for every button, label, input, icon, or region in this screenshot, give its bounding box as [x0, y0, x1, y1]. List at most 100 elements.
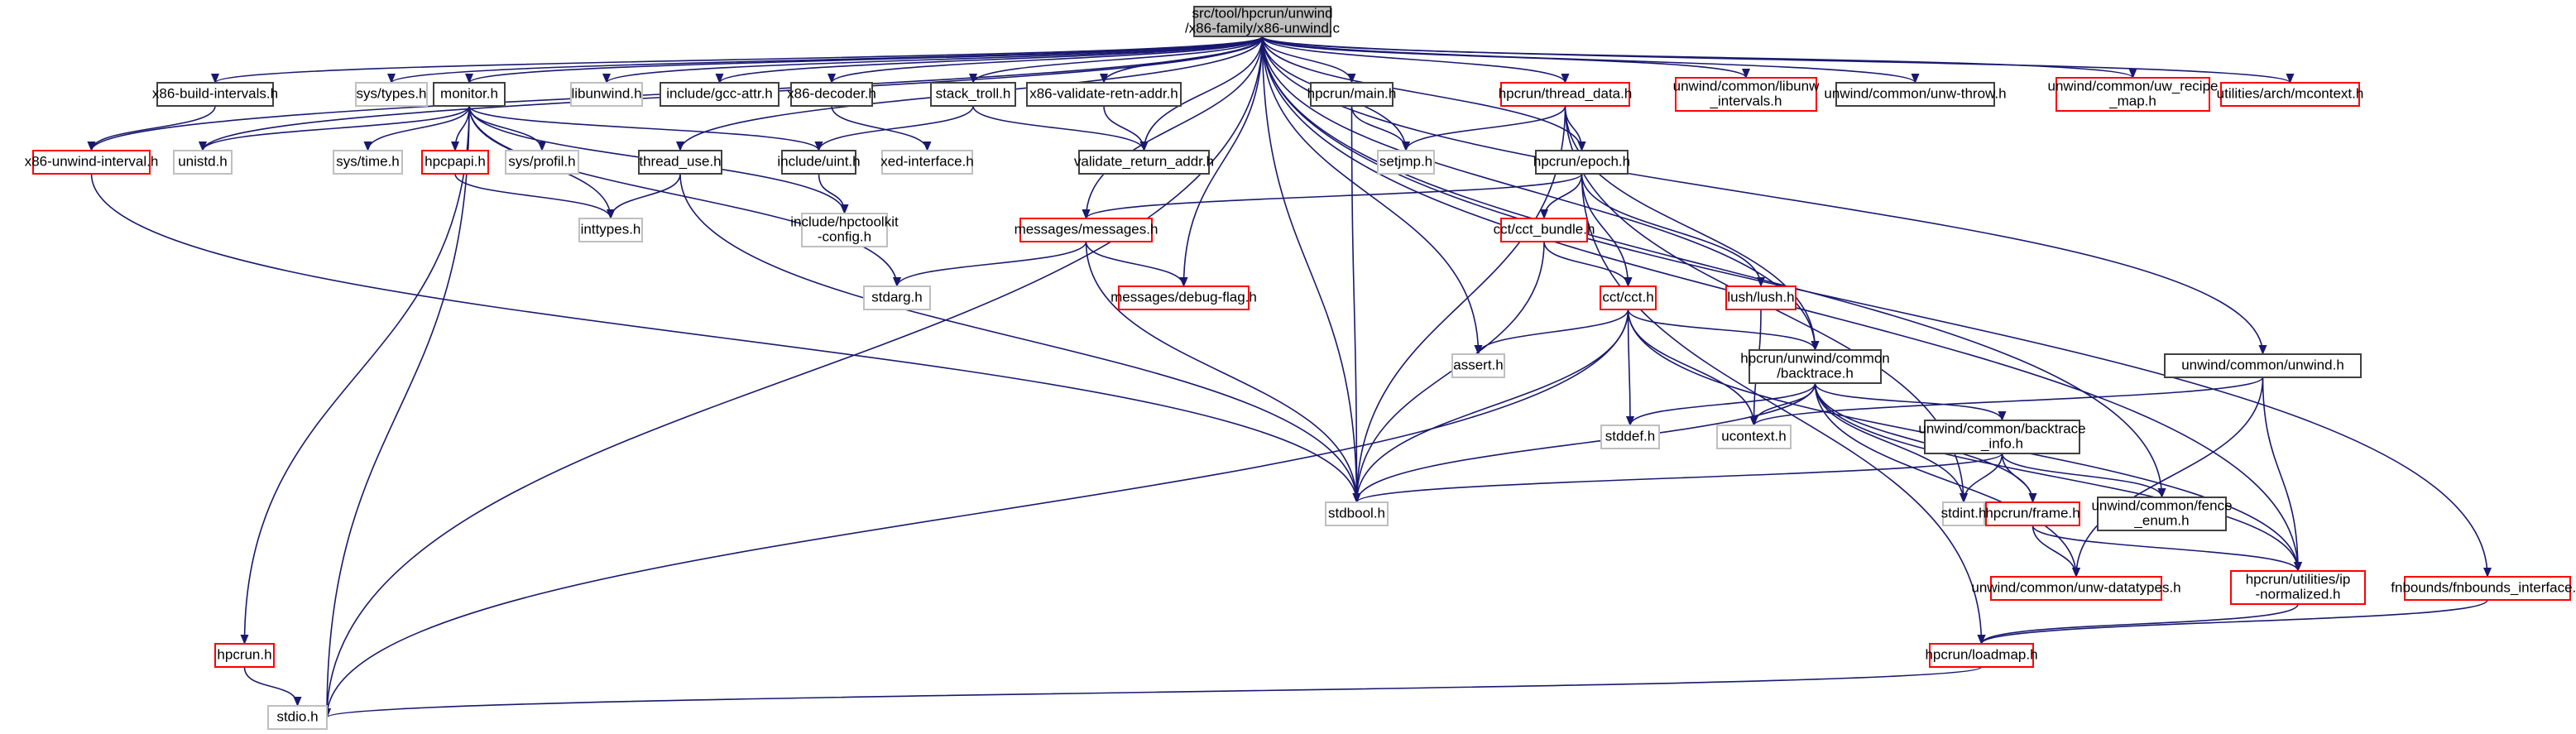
node-root[interactable]: src/tool/hpcrun/unwind/x86-family/x86-un…: [1185, 5, 1341, 37]
node-box[interactable]: [881, 150, 973, 175]
node-backtrace[interactable]: hpcrun/unwind/common/backtrace.h: [1740, 349, 1890, 384]
node-box[interactable]: [1600, 285, 1657, 310]
node-box[interactable]: [790, 82, 873, 107]
node-box[interactable]: [1500, 82, 1630, 107]
node-frame[interactable]: hpcrun/frame.h: [1985, 501, 2080, 526]
node-unw-throw[interactable]: unwind/common/unw-throw.h: [1824, 82, 2007, 107]
node-stack-troll[interactable]: stack_troll.h: [930, 82, 1016, 107]
node-box[interactable]: [355, 82, 428, 107]
node-box[interactable]: [1990, 576, 2162, 601]
node-epoch[interactable]: hpcrun/epoch.h: [1533, 150, 1630, 175]
node-stddef[interactable]: stddef.h: [1600, 425, 1660, 449]
node-box[interactable]: [1500, 218, 1588, 242]
node-unw-datatypes[interactable]: unwind/common/unw-datatypes.h: [1971, 576, 2181, 601]
node-messages[interactable]: messages/messages.h: [1015, 218, 1158, 242]
node-box[interactable]: [1535, 150, 1629, 175]
node-fnbounds[interactable]: fnbounds/fnbounds_interface.h: [2391, 576, 2576, 601]
node-lush[interactable]: lush/lush.h: [1725, 285, 1796, 310]
node-box[interactable]: [1193, 6, 1331, 37]
node-cct-bundle[interactable]: cct/cct_bundle.h: [1494, 218, 1595, 242]
node-box[interactable]: [930, 82, 1016, 107]
node-mcontext[interactable]: utilities/arch/mcontext.h: [2217, 82, 2364, 107]
node-box[interactable]: [2164, 353, 2362, 378]
node-fence-enum[interactable]: unwind/common/fence_enum.h: [2091, 497, 2233, 531]
node-box[interactable]: [1078, 150, 1210, 175]
node-box[interactable]: [1118, 285, 1250, 310]
node-box[interactable]: [1675, 77, 1817, 112]
node-box[interactable]: [801, 213, 888, 247]
node-box[interactable]: [1310, 82, 1394, 107]
node-stdarg[interactable]: stdarg.h: [863, 285, 931, 310]
node-inttypes[interactable]: inttypes.h: [578, 218, 643, 242]
node-sys-types[interactable]: sys/types.h: [355, 82, 428, 107]
node-box[interactable]: [1725, 285, 1796, 310]
node-uw-recipe-map[interactable]: unwind/common/uw_recipe_map.h: [2048, 77, 2219, 112]
node-box[interactable]: [1026, 82, 1182, 107]
node-box[interactable]: [1942, 501, 1985, 526]
node-assert[interactable]: assert.h: [1451, 353, 1505, 378]
node-box[interactable]: [333, 150, 403, 175]
node-box[interactable]: [578, 218, 643, 242]
node-box[interactable]: [660, 82, 780, 107]
node-box[interactable]: [173, 150, 233, 175]
node-box[interactable]: [433, 82, 506, 107]
node-unwind-h[interactable]: unwind/common/unwind.h: [2164, 353, 2362, 378]
node-box[interactable]: [32, 150, 151, 175]
node-box[interactable]: [2404, 576, 2571, 601]
node-loadmap[interactable]: hpcrun/loadmap.h: [1925, 643, 2038, 668]
node-box[interactable]: [421, 150, 489, 175]
node-box[interactable]: [1600, 425, 1660, 449]
node-box[interactable]: [1377, 150, 1435, 175]
node-hpctoolkit-config[interactable]: include/hpctoolkit-config.h: [790, 213, 899, 247]
node-box[interactable]: [156, 82, 274, 107]
node-libunwind[interactable]: libunwind.h: [570, 82, 643, 107]
node-ip-normalized[interactable]: hpcrun/utilities/ip-normalized.h: [2230, 570, 2366, 605]
node-x86-decoder[interactable]: x86-decoder.h: [787, 82, 876, 107]
node-stdio[interactable]: stdio.h: [267, 705, 328, 730]
node-stdint[interactable]: stdint.h: [1941, 501, 1987, 526]
node-sys-profil[interactable]: sys/profil.h: [505, 150, 579, 175]
node-box[interactable]: [2230, 570, 2366, 605]
node-box[interactable]: [1929, 643, 2034, 668]
node-box[interactable]: [863, 285, 931, 310]
node-hpcpapi[interactable]: hpcpapi.h: [421, 150, 489, 175]
node-setjmp[interactable]: setjmp.h: [1377, 150, 1435, 175]
node-box[interactable]: [1716, 425, 1792, 449]
node-ucontext[interactable]: ucontext.h: [1716, 425, 1792, 449]
node-backtrace-info[interactable]: unwind/common/backtrace_info.h: [1918, 420, 2086, 454]
node-hpcrun-h[interactable]: hpcrun.h: [214, 643, 275, 668]
node-x86-unwind-interval[interactable]: x86-unwind-interval.h: [25, 150, 159, 175]
node-box[interactable]: [1019, 218, 1153, 242]
node-stdbool[interactable]: stdbool.h: [1325, 501, 1389, 526]
node-box[interactable]: [1835, 82, 1995, 107]
node-box[interactable]: [570, 82, 643, 107]
node-box[interactable]: [267, 705, 328, 730]
node-thread-use[interactable]: thread_use.h: [638, 150, 722, 175]
node-box[interactable]: [781, 150, 856, 175]
node-monitor[interactable]: monitor.h: [433, 82, 506, 107]
node-libunw-intervals[interactable]: unwind/common/libunw_intervals.h: [1673, 77, 1820, 112]
node-box[interactable]: [1985, 501, 2080, 526]
node-box[interactable]: [1924, 420, 2080, 454]
node-x86-validate[interactable]: x86-validate-retn-addr.h: [1026, 82, 1182, 107]
node-uint[interactable]: include/uint.h: [777, 150, 861, 175]
node-box[interactable]: [1325, 501, 1389, 526]
node-xed-interface[interactable]: xed-interface.h: [880, 150, 974, 175]
node-validate-return-addr[interactable]: validate_return_addr.h: [1074, 150, 1214, 175]
node-debug-flag[interactable]: messages/debug-flag.h: [1111, 285, 1257, 310]
node-sys-time[interactable]: sys/time.h: [333, 150, 403, 175]
node-box[interactable]: [214, 643, 275, 668]
node-box[interactable]: [1451, 353, 1505, 378]
node-box[interactable]: [2097, 497, 2227, 531]
node-x86-build-intervals[interactable]: x86-build-intervals.h: [152, 82, 278, 107]
node-unistd[interactable]: unistd.h: [173, 150, 233, 175]
node-box[interactable]: [2056, 77, 2210, 112]
node-cct[interactable]: cct/cct.h: [1600, 285, 1657, 310]
node-box[interactable]: [505, 150, 579, 175]
node-box[interactable]: [638, 150, 722, 175]
node-main-h[interactable]: hpcrun/main.h: [1307, 82, 1397, 107]
node-box[interactable]: [2220, 82, 2360, 107]
node-thread-data[interactable]: hpcrun/thread_data.h: [1499, 82, 1633, 107]
node-gcc-attr[interactable]: include/gcc-attr.h: [660, 82, 780, 107]
node-box[interactable]: [1749, 349, 1882, 384]
